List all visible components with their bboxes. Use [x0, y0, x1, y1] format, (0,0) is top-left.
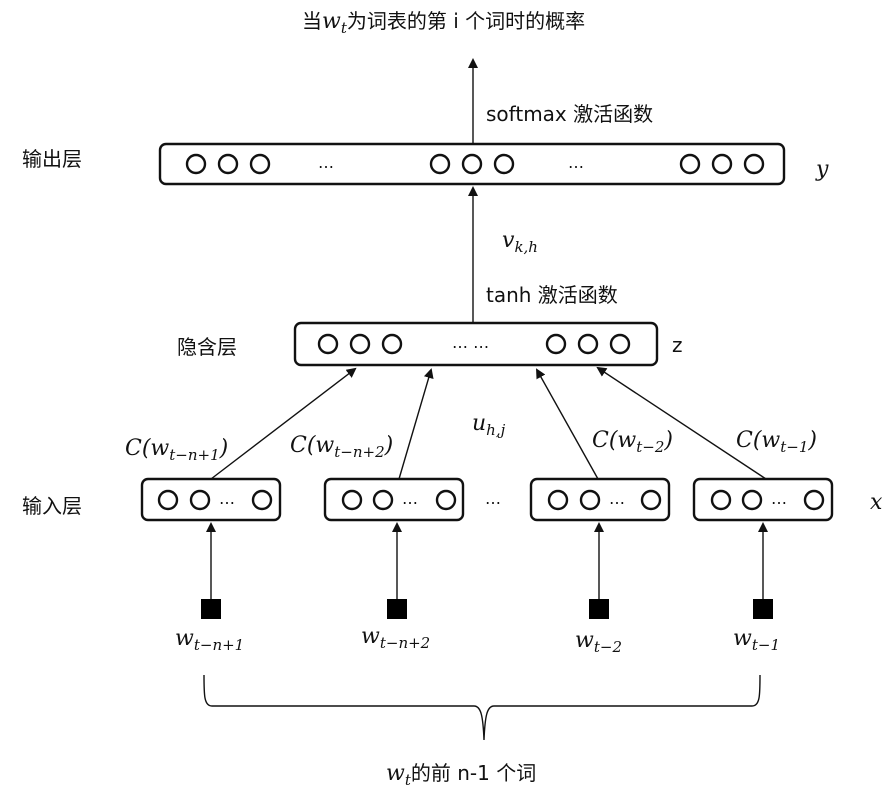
input4-to-hidden-arrow	[596, 366, 767, 480]
word-label: wt−n+2	[361, 624, 430, 652]
input-node	[579, 489, 601, 511]
output-node	[743, 153, 765, 175]
output-node	[679, 153, 701, 175]
word-label: wt−1	[733, 626, 780, 654]
output-node	[217, 153, 239, 175]
output-node	[249, 153, 271, 175]
word-index-square	[753, 599, 773, 619]
input-node	[341, 489, 363, 511]
hidden-layer-box	[293, 321, 659, 367]
input-node	[157, 489, 179, 511]
hidden-nodes: … …	[317, 333, 631, 355]
input-node	[710, 489, 732, 511]
input-node	[640, 489, 662, 511]
word-index-square	[589, 599, 609, 619]
input-ellipsis: …	[219, 489, 235, 508]
weight-u-label: uh,j	[472, 411, 506, 439]
input-ellipsis: …	[609, 489, 625, 508]
input-ellipsis: …	[402, 489, 418, 508]
input2-to-hidden-arrow	[398, 368, 434, 480]
output-node	[711, 153, 733, 175]
input-group-3: …	[529, 477, 671, 522]
input-node	[803, 489, 825, 511]
input-layer-label: 输入层	[22, 494, 82, 518]
input-node	[189, 489, 211, 511]
input-node	[251, 489, 273, 511]
input-ellipsis: …	[771, 489, 787, 508]
output-node	[461, 153, 483, 175]
output-symbol: y	[815, 157, 829, 182]
output-nodes: … …	[185, 153, 765, 175]
embedding-label: C(wt−n+2)	[290, 433, 393, 461]
hidden-node	[349, 333, 371, 355]
grouping-brace	[203, 674, 761, 741]
hidden-node	[317, 333, 339, 355]
word-label: wt−n+1	[175, 626, 244, 654]
embedding-label: C(wt−n+1)	[125, 436, 228, 464]
word-index-square	[387, 599, 407, 619]
weight-v-label: vk,h	[502, 228, 538, 256]
input-box	[692, 477, 834, 522]
input-node	[547, 489, 569, 511]
hidden-symbol: z	[672, 333, 683, 357]
output-ellipsis: …	[318, 153, 334, 172]
hidden-layer-label: 隐含层	[177, 335, 237, 359]
word-label: wt−2	[575, 628, 622, 656]
input-groups-ellipsis: …	[485, 489, 501, 508]
output-node	[493, 153, 515, 175]
hidden-node	[381, 333, 403, 355]
hidden-node	[545, 333, 567, 355]
hidden-node	[609, 333, 631, 355]
output-node	[185, 153, 207, 175]
input-box	[323, 477, 465, 522]
output-layer-label: 输出层	[22, 147, 82, 171]
input-group-2: …	[323, 477, 465, 522]
output-node	[429, 153, 451, 175]
input-group-4: …	[692, 477, 834, 522]
embedding-label: C(wt−2)	[592, 428, 673, 456]
input3-to-hidden-arrow	[536, 368, 599, 480]
input1-to-hidden-arrow	[210, 367, 357, 480]
input-node	[372, 489, 394, 511]
softmax-label: softmax 激活函数	[486, 102, 653, 126]
embedding-label: C(wt−1)	[736, 428, 817, 456]
word-index-square	[201, 599, 221, 619]
input-node	[435, 489, 457, 511]
hidden-node	[577, 333, 599, 355]
input-symbol: x	[870, 490, 883, 515]
output-ellipsis: …	[568, 153, 584, 172]
tanh-label: tanh 激活函数	[486, 283, 618, 307]
input-node	[741, 489, 763, 511]
brace-label: wt的前 n-1 个词	[386, 761, 536, 789]
hidden-ellipsis: … …	[452, 333, 489, 352]
input-box	[140, 477, 282, 522]
diagram-title: 当wt为词表的第 i 个词时的概率	[302, 9, 585, 37]
input-group-1: …	[140, 477, 282, 522]
